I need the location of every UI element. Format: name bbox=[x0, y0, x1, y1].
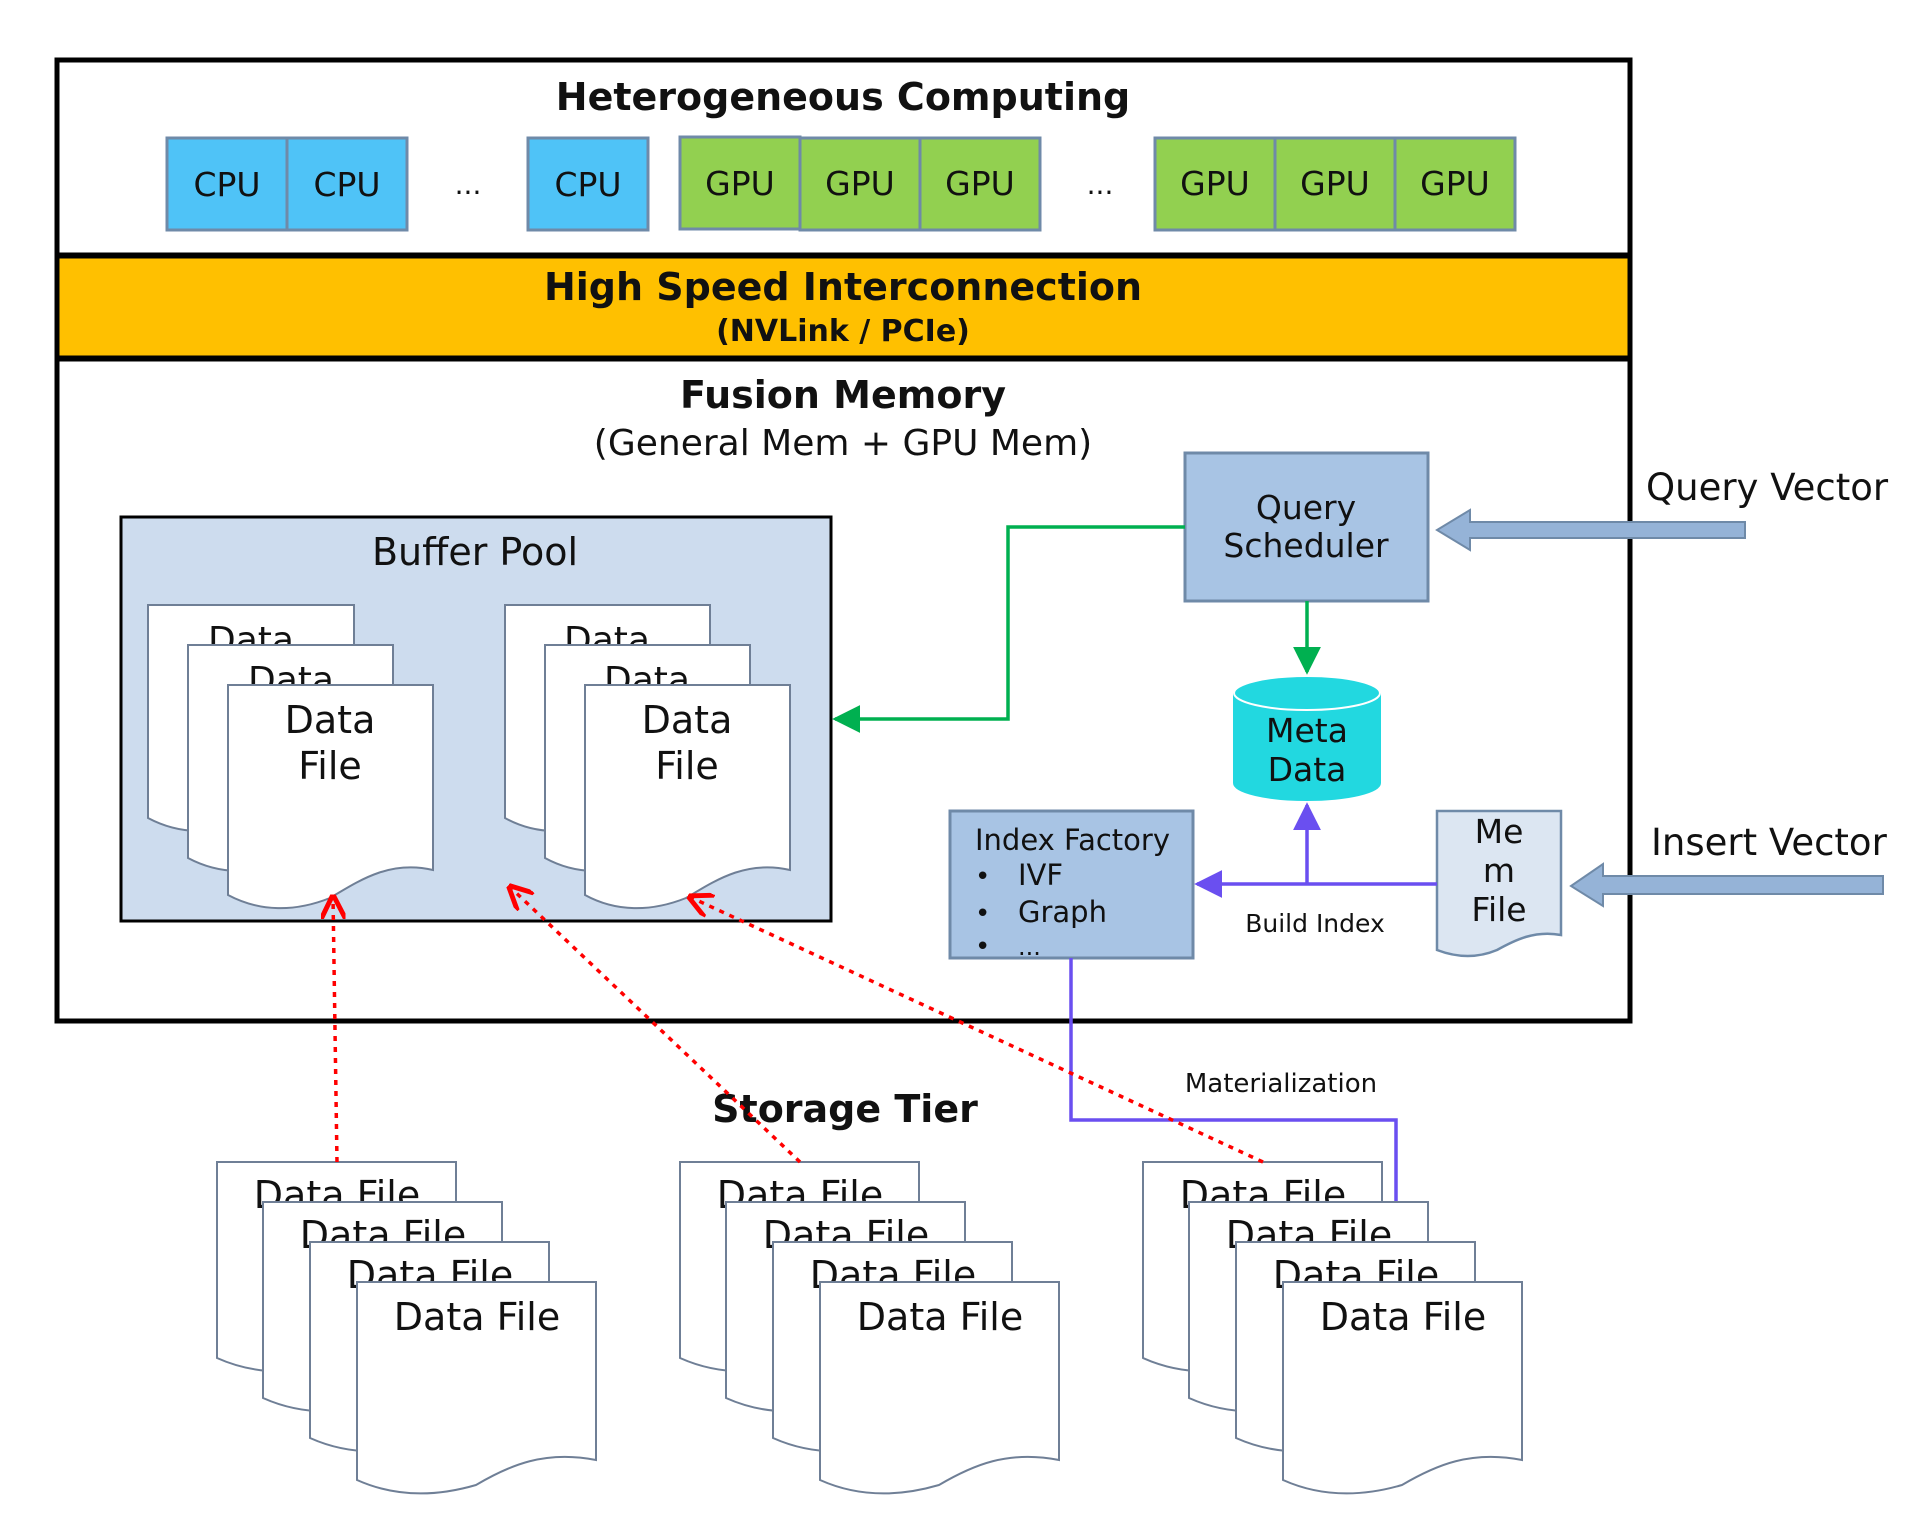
build-flow-arrows bbox=[1069, 802, 1437, 1278]
index-factory: Index Factory • IVF • Graph • ... bbox=[948, 809, 1195, 962]
cpu-unit-2: CPU bbox=[285, 136, 409, 232]
cpu-ellipsis: ... bbox=[455, 168, 482, 201]
index-factory-title: Index Factory bbox=[975, 823, 1170, 857]
gpu-unit-2: GPU bbox=[798, 136, 922, 232]
index-factory-item-ivf: IVF bbox=[1018, 858, 1063, 892]
meta-data-line1: Meta bbox=[1266, 711, 1348, 750]
cpu-label: CPU bbox=[313, 165, 380, 204]
storage-file-stack-3: Data File Data File Data File Data File bbox=[1142, 1161, 1523, 1495]
scheduler-to-buffer-pool-arrow bbox=[832, 525, 1185, 733]
materialization-label: Materialization bbox=[1185, 1069, 1377, 1099]
storage-file-stack-2: Data File Data File Data File Data File bbox=[679, 1161, 1060, 1495]
gpu-label: GPU bbox=[825, 164, 895, 203]
compute-title: Heterogeneous Computing bbox=[556, 75, 1130, 119]
storage-file-stack-1: Data File Data File Data File Data File bbox=[216, 1161, 597, 1495]
gpu-label: GPU bbox=[1300, 164, 1370, 203]
interconnect-title: High Speed Interconnection bbox=[544, 265, 1142, 309]
index-factory-item-more: ... bbox=[1018, 933, 1041, 961]
cpu-label: CPU bbox=[193, 165, 260, 204]
storage-section: Storage Tier Materialization Data File D… bbox=[216, 1069, 1523, 1495]
gpu-label: GPU bbox=[1180, 164, 1250, 203]
gpu-unit-6: GPU bbox=[1393, 136, 1517, 232]
query-scheduler-line2: Scheduler bbox=[1223, 526, 1389, 565]
gpu-unit-1: GPU bbox=[678, 135, 802, 231]
mem-file-line3: File bbox=[1471, 890, 1526, 929]
insert-vector-input: Insert Vector bbox=[1569, 821, 1888, 908]
cpu-unit-1: CPU bbox=[165, 136, 289, 232]
interconnect-section: High Speed Interconnection (NVLink / PCI… bbox=[54, 253, 1633, 361]
memory-title: Fusion Memory bbox=[680, 373, 1006, 417]
insert-vector-arrow bbox=[1569, 862, 1884, 908]
interconnect-bar bbox=[54, 253, 1633, 361]
buffer-pool: Buffer Pool Data Data Data File Data Dat… bbox=[119, 515, 833, 923]
gpu-label: GPU bbox=[1420, 164, 1490, 203]
gpu-unit-4: GPU bbox=[1153, 136, 1277, 232]
gpu-unit-5: GPU bbox=[1273, 136, 1397, 232]
query-flow-arrows bbox=[832, 525, 1321, 733]
cpu-label: CPU bbox=[554, 165, 621, 204]
build-index-label: Build Index bbox=[1245, 909, 1385, 938]
insert-vector-label: Insert Vector bbox=[1651, 821, 1888, 864]
buffer-file-stack-2: Data Data Data File bbox=[504, 604, 791, 910]
gpu-label: GPU bbox=[705, 164, 775, 203]
query-scheduler-line1: Query bbox=[1256, 488, 1356, 527]
materialization-arrow bbox=[1069, 958, 1410, 1278]
gpu-ellipsis: ... bbox=[1087, 168, 1114, 201]
query-vector-input: Query Vector bbox=[1435, 466, 1889, 552]
buffer-file-stack-1: Data Data Data File bbox=[147, 604, 434, 910]
interconnect-subtitle: (NVLink / PCIe) bbox=[716, 314, 970, 349]
memory-section: Fusion Memory (General Mem + GPU Mem) Bu… bbox=[54, 356, 1633, 1024]
gpu-unit-3: GPU bbox=[918, 136, 1042, 232]
mem-file: Me m File bbox=[1435, 809, 1563, 958]
buffer-pool-title: Buffer Pool bbox=[372, 530, 578, 574]
index-factory-bullet: • bbox=[975, 862, 990, 892]
storage-file-label: Data File bbox=[857, 1295, 1023, 1339]
query-vector-arrow bbox=[1435, 508, 1746, 552]
buffer-file-line2: File bbox=[655, 744, 719, 788]
index-factory-bullet: • bbox=[975, 932, 990, 962]
load-arrow-1 bbox=[333, 897, 337, 1163]
buffer-file-line2: File bbox=[298, 744, 362, 788]
load-arrow-2 bbox=[510, 887, 802, 1164]
query-vector-label: Query Vector bbox=[1646, 466, 1889, 509]
mem-file-line1: Me bbox=[1475, 812, 1524, 851]
buffer-file-line1: Data bbox=[642, 698, 733, 742]
buffer-file-line1: Data bbox=[285, 698, 376, 742]
query-scheduler: Query Scheduler bbox=[1183, 451, 1430, 603]
mem-file-line2: m bbox=[1483, 851, 1515, 890]
meta-data-line2: Data bbox=[1268, 750, 1347, 789]
storage-title: Storage Tier bbox=[712, 1087, 978, 1131]
storage-file-label: Data File bbox=[394, 1295, 560, 1339]
storage-file-label: Data File bbox=[1320, 1295, 1486, 1339]
index-factory-bullet: • bbox=[975, 899, 990, 929]
cpu-unit-3: CPU bbox=[526, 136, 650, 232]
load-flow-arrows bbox=[333, 887, 1264, 1164]
gpu-label: GPU bbox=[945, 164, 1015, 203]
index-factory-item-graph: Graph bbox=[1018, 895, 1107, 929]
memory-subtitle: (General Mem + GPU Mem) bbox=[594, 423, 1092, 464]
compute-section: Heterogeneous Computing CPU CPU ... CPU … bbox=[54, 57, 1633, 258]
meta-data-store: Meta Data bbox=[1233, 675, 1381, 801]
